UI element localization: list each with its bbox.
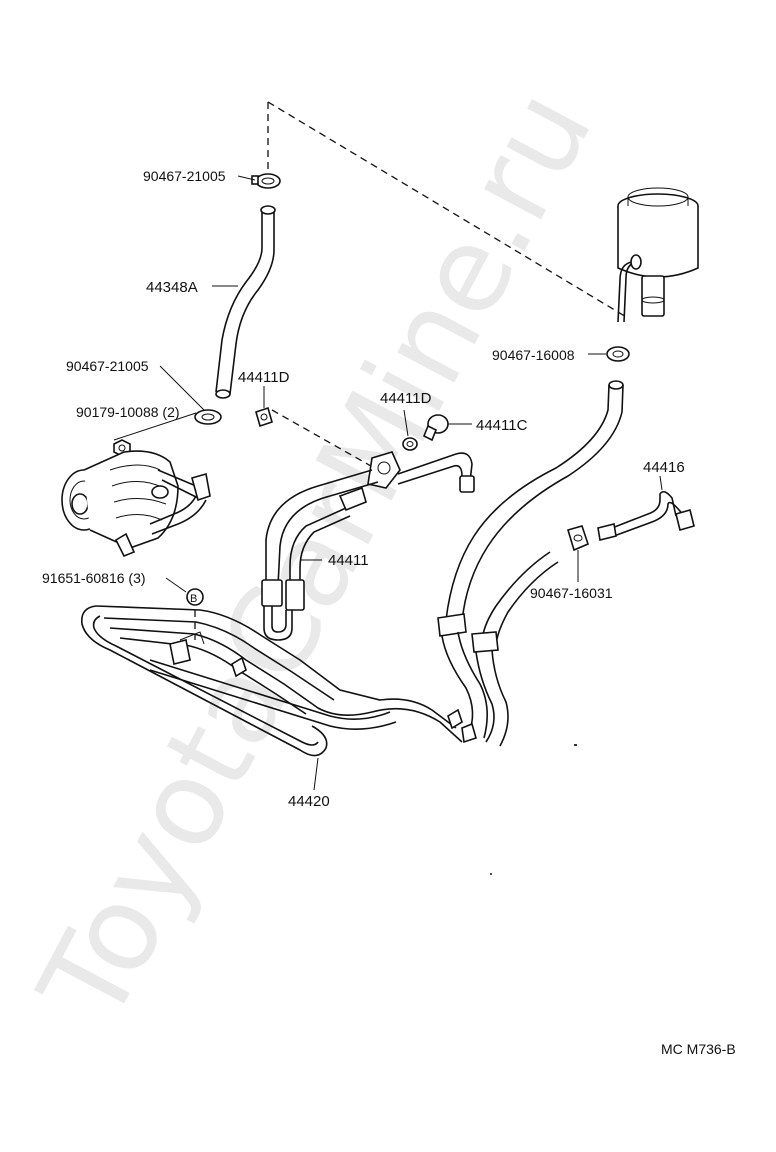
label-hose-44348A: 44348A bbox=[146, 279, 198, 296]
clamp-reservoir bbox=[606, 346, 630, 362]
tube-44416 bbox=[597, 490, 695, 541]
label-tube-44416: 44416 bbox=[643, 459, 685, 476]
clamp-top bbox=[251, 173, 281, 189]
label-pump-bolt: 90179-10088 (2) bbox=[76, 404, 180, 420]
clamp-pump bbox=[194, 409, 222, 425]
watermark: ToyotaCarMine.ru bbox=[12, 68, 618, 1044]
part-labels: 90467-21005 44348A 90467-21005 90179-100… bbox=[42, 168, 736, 1057]
oil-cooler-44420 bbox=[80, 605, 477, 757]
label-pressure-hose-44411: 44411 bbox=[328, 552, 369, 569]
label-clamp-return: 90467-16031 bbox=[530, 585, 613, 601]
return-hose bbox=[437, 380, 624, 739]
union-bolt-44411C bbox=[422, 414, 449, 442]
label-clamp-pump: 90467-21005 bbox=[66, 358, 149, 374]
label-clamp-top: 90467-21005 bbox=[143, 168, 226, 184]
label-union-44411C: 44411C bbox=[476, 417, 528, 434]
suction-hose-44348A bbox=[215, 205, 276, 399]
label-gasket-44411D-right: 44411D bbox=[380, 390, 432, 407]
leader-lines bbox=[113, 175, 663, 791]
clamp-return bbox=[567, 525, 589, 552]
diagram-code: MC M736-B bbox=[661, 1041, 736, 1057]
gasket-44411D-left bbox=[255, 406, 273, 428]
label-gasket-44411D-left: 44411D bbox=[238, 369, 290, 386]
pressure-hose-44411 bbox=[261, 451, 475, 641]
label-clamp-reservoir: 90467-16008 bbox=[492, 347, 575, 363]
reservoir-tank bbox=[617, 187, 699, 323]
gasket-44411D-right bbox=[402, 437, 418, 451]
bolt-marker-label: B bbox=[190, 593, 197, 605]
power-steering-pump bbox=[61, 450, 211, 558]
scan-specks bbox=[490, 744, 577, 875]
return-hose-lower bbox=[471, 551, 559, 747]
bolt-marker-b: B bbox=[186, 588, 204, 606]
label-nut-91651: 91651-60816 (3) bbox=[42, 570, 146, 586]
label-cooler-44420: 44420 bbox=[288, 793, 330, 810]
